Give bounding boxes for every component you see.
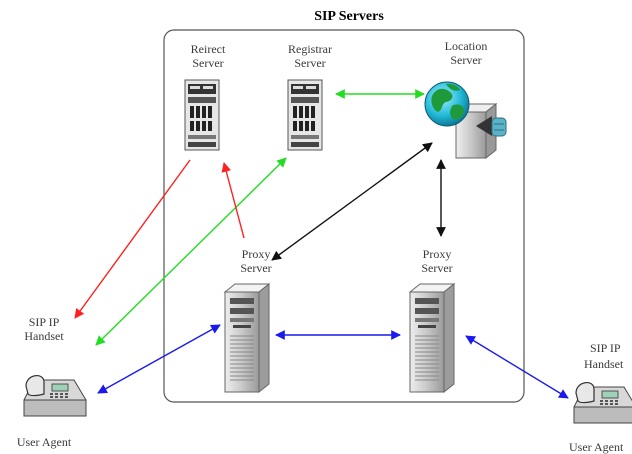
tower-server-icon: [224, 283, 270, 393]
registrar-server-label-line2: Server: [294, 56, 325, 70]
handset-right-label-line2: Handset: [584, 357, 624, 371]
registrar-to-handset-arrow: [95, 157, 287, 346]
location-server-label-line2: Server: [450, 53, 481, 67]
proxy-left-handset-arrow: [97, 324, 221, 394]
handset-left-label-line2: Handset: [24, 329, 64, 343]
registrar-server: Registrar Server: [287, 42, 332, 151]
redirect-server-label-line1: Reirect: [191, 42, 226, 56]
proxy-server-left-label-line2: Server: [240, 261, 271, 275]
rack-server-icon: [287, 79, 323, 151]
handset-right-label-line1: SIP IP: [590, 341, 621, 355]
handset-left-label-line1: SIP IP: [29, 315, 60, 329]
proxy-server-right-label-line1: Proxy: [423, 247, 452, 261]
desk-phone-icon: [23, 374, 87, 417]
location-server: Location Server: [424, 39, 507, 160]
redirect-server: Reirect Server: [184, 42, 226, 151]
sip-handset-left: SIP IP Handset User Agent: [17, 315, 87, 449]
registrar-server-label-line1: Registrar: [288, 42, 332, 56]
proxy-server-left-label-line1: Proxy: [242, 247, 271, 261]
connections: [74, 89, 569, 399]
desk-phone-icon: [573, 381, 632, 424]
sip-handset-right: SIP IP Handset User Agent: [569, 341, 632, 454]
redirect-server-label-line2: Server: [192, 56, 223, 70]
handset-left-caption: User Agent: [17, 435, 72, 449]
handset-right-caption: User Agent: [569, 440, 624, 454]
proxy-right-handset-arrow: [465, 335, 569, 399]
location-server-label-line1: Location: [445, 39, 488, 53]
tower-server-icon: [409, 283, 455, 393]
globe-icon: [424, 81, 470, 127]
location-proxy-left-arrow: [271, 142, 433, 261]
proxy-server-right-label-line2: Server: [421, 261, 452, 275]
proxy-to-redirect-arrow: [221, 162, 245, 239]
rack-server-icon: [184, 79, 220, 151]
diagram-title: SIP Servers: [314, 9, 384, 24]
